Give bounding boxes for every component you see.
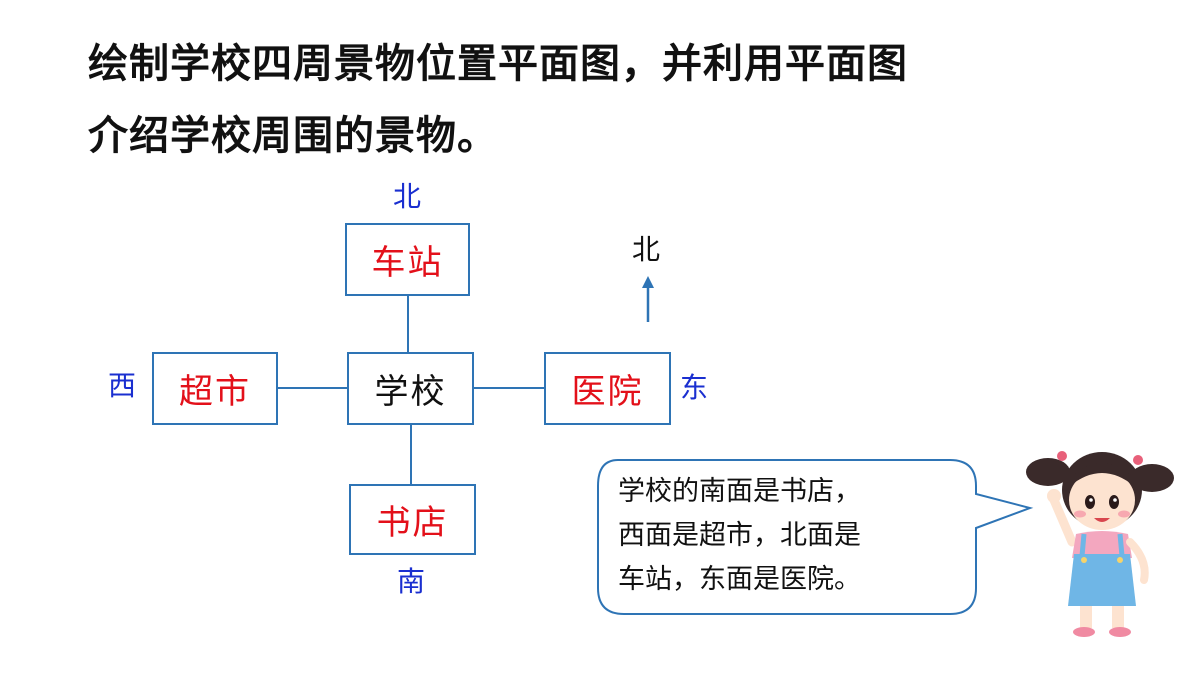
box-east-hospital: 医院	[544, 352, 671, 425]
speech-text: 学校的南面是书店， 西面是超市，北面是 车站，东面是医院。	[618, 470, 958, 602]
box-south-bookstore: 书店	[349, 484, 476, 555]
connector-east	[473, 387, 545, 389]
speech-line-1: 学校的南面是书店，	[618, 476, 861, 507]
title-line-2: 介绍学校周围的景物。	[88, 113, 498, 159]
box-center-school: 学校	[347, 352, 474, 425]
label-south: 南	[397, 565, 426, 598]
compass-arrow-icon	[642, 276, 654, 322]
connector-north	[407, 295, 409, 353]
label-west: 西	[108, 369, 137, 402]
label-east: 东	[680, 371, 709, 404]
speech-line-3: 车站，东面是医院。	[618, 564, 861, 595]
title-line-1: 绘制学校四周景物位置平面图，并利用平面图	[88, 41, 908, 87]
box-west-supermarket: 超市	[152, 352, 278, 425]
connector-south	[410, 424, 412, 485]
box-north-station: 车站	[345, 223, 470, 296]
girl-illustration	[1026, 451, 1174, 637]
connector-west	[277, 387, 347, 389]
speech-line-2: 西面是超市，北面是	[618, 520, 861, 551]
compass-north-label: 北	[632, 233, 661, 266]
label-north: 北	[393, 180, 422, 213]
